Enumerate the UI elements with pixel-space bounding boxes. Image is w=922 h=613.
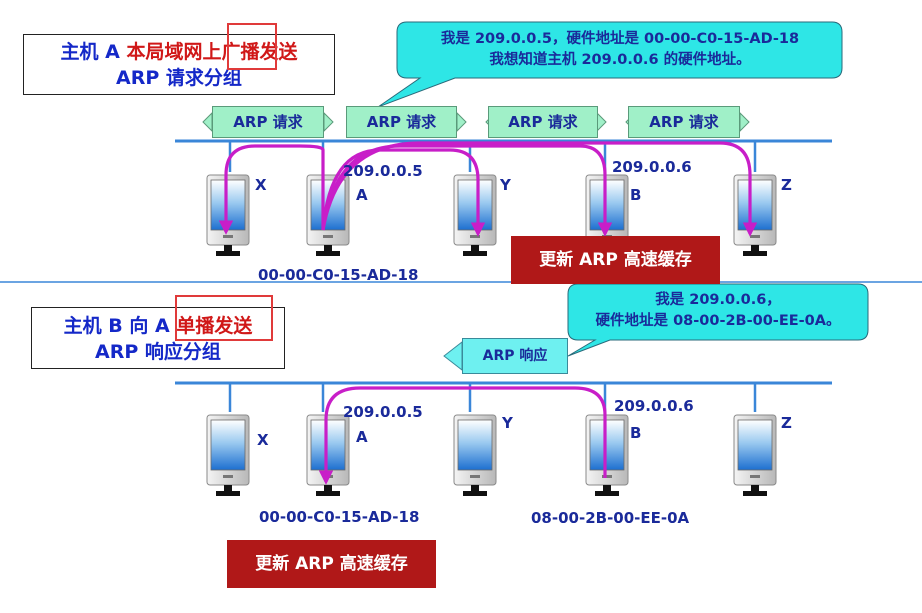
top-host-b-label: B	[630, 186, 642, 204]
bottom-host-z-label: Z	[781, 414, 792, 432]
top-bubble-line2: 我想知道主机 209.0.0.6 的硬件地址。	[489, 52, 751, 68]
bottom-title-line2: ARP 响应分组	[95, 341, 221, 363]
bottom-host-b-label: B	[630, 424, 642, 442]
bottom-bubble-line1: 我是 209.0.0.6，	[655, 292, 781, 308]
bottom-highlight-box	[175, 295, 273, 341]
top-arp-request-tag-4: ARP 请求	[628, 106, 740, 138]
top-host-z-label: Z	[781, 176, 792, 194]
bottom-host-y-label: Y	[502, 414, 513, 432]
top-host-x-label: X	[255, 176, 267, 194]
bottom-title-red: 单播发送	[176, 315, 253, 337]
top-bubble-text: 我是 209.0.0.5，硬件地址是 00-00-C0-15-AD-18 我想知…	[400, 29, 840, 71]
bottom-bubble-text: 我是 209.0.0.6， 硬件地址是 08-00-2B-00-EE-0A。	[570, 290, 866, 332]
top-ip-a: 209.0.0.5	[343, 162, 423, 180]
bottom-ip-b: 209.0.0.6	[614, 397, 694, 415]
bottom-host-b-icon	[585, 414, 629, 497]
bottom-host-x-label: X	[257, 431, 269, 449]
top-host-y-label: Y	[500, 176, 511, 194]
top-title-box: 主机 A 本局域网上广播发送 ARP 请求分组	[23, 34, 335, 95]
bottom-bubble-line2: 硬件地址是 08-00-2B-00-EE-0A。	[595, 313, 841, 329]
bottom-host-y-icon	[453, 414, 497, 497]
bottom-title-box: 主机 B 向 A 单播发送 ARP 响应分组	[31, 307, 285, 369]
bottom-host-a-label: A	[356, 428, 368, 446]
bottom-host-z-icon	[733, 414, 777, 497]
top-bubble-line1: 我是 209.0.0.5，硬件地址是 00-00-C0-15-AD-18	[440, 31, 800, 47]
top-ip-b: 209.0.0.6	[612, 158, 692, 176]
bottom-ip-a: 209.0.0.5	[343, 403, 423, 421]
top-arp-request-tag-3: ARP 请求	[488, 106, 598, 138]
top-host-a-label: A	[356, 186, 368, 204]
bottom-host-a-icon	[306, 414, 350, 497]
top-mac-a: 00-00-C0-15-AD-18	[258, 266, 419, 284]
top-highlight-box	[227, 23, 277, 70]
top-title-prefix: 主机 A	[60, 41, 127, 63]
top-title-red: 本局域网上广播发送	[126, 41, 298, 63]
bottom-speech-bubble	[567, 283, 869, 357]
bottom-mac-a: 00-00-C0-15-AD-18	[259, 508, 420, 526]
bottom-cache-update-box: 更新 ARP 高速缓存	[227, 540, 436, 588]
top-arp-request-tag-2: ARP 请求	[346, 106, 457, 138]
top-speech-bubble	[377, 21, 843, 108]
bottom-arp-response-tag: ARP 响应	[462, 338, 568, 374]
bottom-host-x-icon	[206, 414, 250, 497]
top-cache-update-box: 更新 ARP 高速缓存	[511, 236, 720, 284]
top-arp-request-tag-1: ARP 请求	[212, 106, 324, 138]
bottom-tag-arrow	[443, 340, 463, 372]
bottom-title-prefix: 主机 B 向 A	[63, 315, 177, 337]
top-title-line2: ARP 请求分组	[116, 67, 242, 89]
bottom-mac-b: 08-00-2B-00-EE-0A	[531, 509, 690, 527]
